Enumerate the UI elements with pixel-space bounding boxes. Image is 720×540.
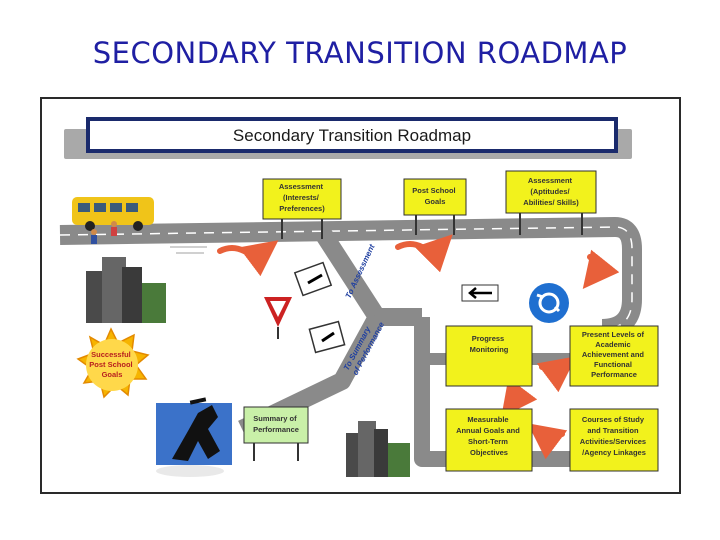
small-road-sign-mid bbox=[308, 320, 346, 354]
city-buildings-icon bbox=[86, 257, 166, 323]
sign-summary-of-performance: Summary of Performance bbox=[243, 406, 309, 461]
small-road-sign-top bbox=[293, 261, 333, 297]
sign-courses-of-study: Courses of Study and Transition Activiti… bbox=[569, 408, 659, 472]
roadmap-diagram: Secondary Transition Roadmap bbox=[59, 117, 659, 477]
sign-summary-line1: Summary of bbox=[253, 414, 297, 423]
sign-measurable-line3: Short-Term bbox=[468, 437, 508, 446]
sign-assessment-interests-line3: Preferences) bbox=[279, 204, 325, 213]
sign-courses-line4: /Agency Linkages bbox=[582, 448, 646, 457]
direction-arrows bbox=[217, 234, 620, 460]
roundabout-sign-icon bbox=[529, 283, 569, 323]
sign-present-levels-line4: Functional bbox=[594, 360, 632, 369]
sign-progress-line1: Progress bbox=[472, 334, 505, 343]
banner-title: Secondary Transition Roadmap bbox=[233, 126, 471, 145]
sun-successful-goals: Successful Post School Goals bbox=[76, 327, 150, 399]
sign-courses-line1: Courses of Study bbox=[582, 415, 645, 424]
sign-assessment-aptitudes-line1: Assessment bbox=[528, 176, 573, 185]
city-buildings-icon-2 bbox=[346, 421, 410, 477]
sign-measurable-line4: Objectives bbox=[470, 448, 508, 457]
svg-text:Assessment (Aptitudes/: Assessment (Aptitudes/ Abilities/ Skills… bbox=[523, 176, 579, 207]
sign-assessment-interests: Assessment (Interests/ Preferences) bbox=[262, 178, 342, 239]
svg-text:Summary of Performance: Summary of Performance bbox=[253, 414, 299, 434]
svg-text:Assessment (Interests/: Assessment (Interests/ Preferences) bbox=[279, 182, 325, 213]
sun-text-line3: Goals bbox=[102, 370, 123, 379]
wavy-speed-lines bbox=[170, 246, 207, 254]
sign-assessment-aptitudes-line3: Abilities/ Skills) bbox=[523, 198, 579, 207]
title-banner: Secondary Transition Roadmap bbox=[64, 117, 632, 159]
sign-assessment-aptitudes-line2: (Aptitudes/ bbox=[530, 187, 570, 196]
sign-present-levels: Present Levels of Academic Achievement a… bbox=[569, 325, 659, 387]
svg-text:Measurable Annual Goals: Measurable Annual Goals and Short-Term O… bbox=[456, 415, 522, 457]
sign-measurable-line2: Annual Goals and bbox=[456, 426, 520, 435]
sign-summary-line2: Performance bbox=[253, 425, 299, 434]
graduate-figure-icon bbox=[156, 397, 232, 477]
sign-progress-line2: Monitoring bbox=[470, 345, 509, 354]
left-arrow-sign-icon bbox=[461, 284, 499, 302]
sign-measurable-goals: Measurable Annual Goals and Short-Term O… bbox=[445, 408, 533, 472]
sun-text-line2: Post School bbox=[89, 360, 132, 369]
sign-present-levels-line1: Present Levels of bbox=[582, 330, 645, 339]
sign-assessment-aptitudes: Assessment (Aptitudes/ Abilities/ Skills… bbox=[505, 170, 597, 235]
students-icon bbox=[91, 221, 117, 244]
school-bus-icon bbox=[72, 197, 154, 231]
sign-courses-line3: Activities/Services bbox=[580, 437, 646, 446]
sign-courses-line2: and Transition bbox=[587, 426, 639, 435]
svg-text:Post School Goals: Post School Goals bbox=[412, 186, 457, 206]
sign-present-levels-line5: Performance bbox=[591, 370, 637, 379]
road-label-to-summary: To Summary of Performance bbox=[342, 315, 387, 376]
sign-present-levels-line2: Academic bbox=[595, 340, 630, 349]
yield-sign-icon bbox=[264, 297, 292, 339]
sign-post-school-goals: Post School Goals bbox=[403, 178, 467, 235]
sign-assessment-interests-line1: Assessment bbox=[279, 182, 324, 191]
sign-post-school-goals-line1: Post School bbox=[412, 186, 455, 195]
sign-post-school-goals-line2: Goals bbox=[425, 197, 446, 206]
sign-assessment-interests-line2: (Interests/ bbox=[283, 193, 320, 202]
sign-present-levels-line3: Achievement and bbox=[582, 350, 645, 359]
roadmap-frame: Secondary Transition Roadmap bbox=[40, 97, 681, 494]
sign-progress-monitoring: Progress Monitoring bbox=[445, 325, 533, 387]
slide-title: SECONDARY TRANSITION ROADMAP bbox=[92, 36, 628, 70]
svg-text:Present Levels of Academ: Present Levels of Academic Achievement a… bbox=[582, 330, 646, 379]
svg-text:Successful Post School: Successful Post School Goals bbox=[89, 350, 134, 379]
sign-measurable-line1: Measurable bbox=[467, 415, 508, 424]
sun-text-line1: Successful bbox=[91, 350, 131, 359]
svg-text:Courses of Study and Tra: Courses of Study and Transition Activiti… bbox=[580, 415, 648, 457]
svg-text:Progress Monitoring: Progress Monitoring bbox=[470, 334, 509, 354]
